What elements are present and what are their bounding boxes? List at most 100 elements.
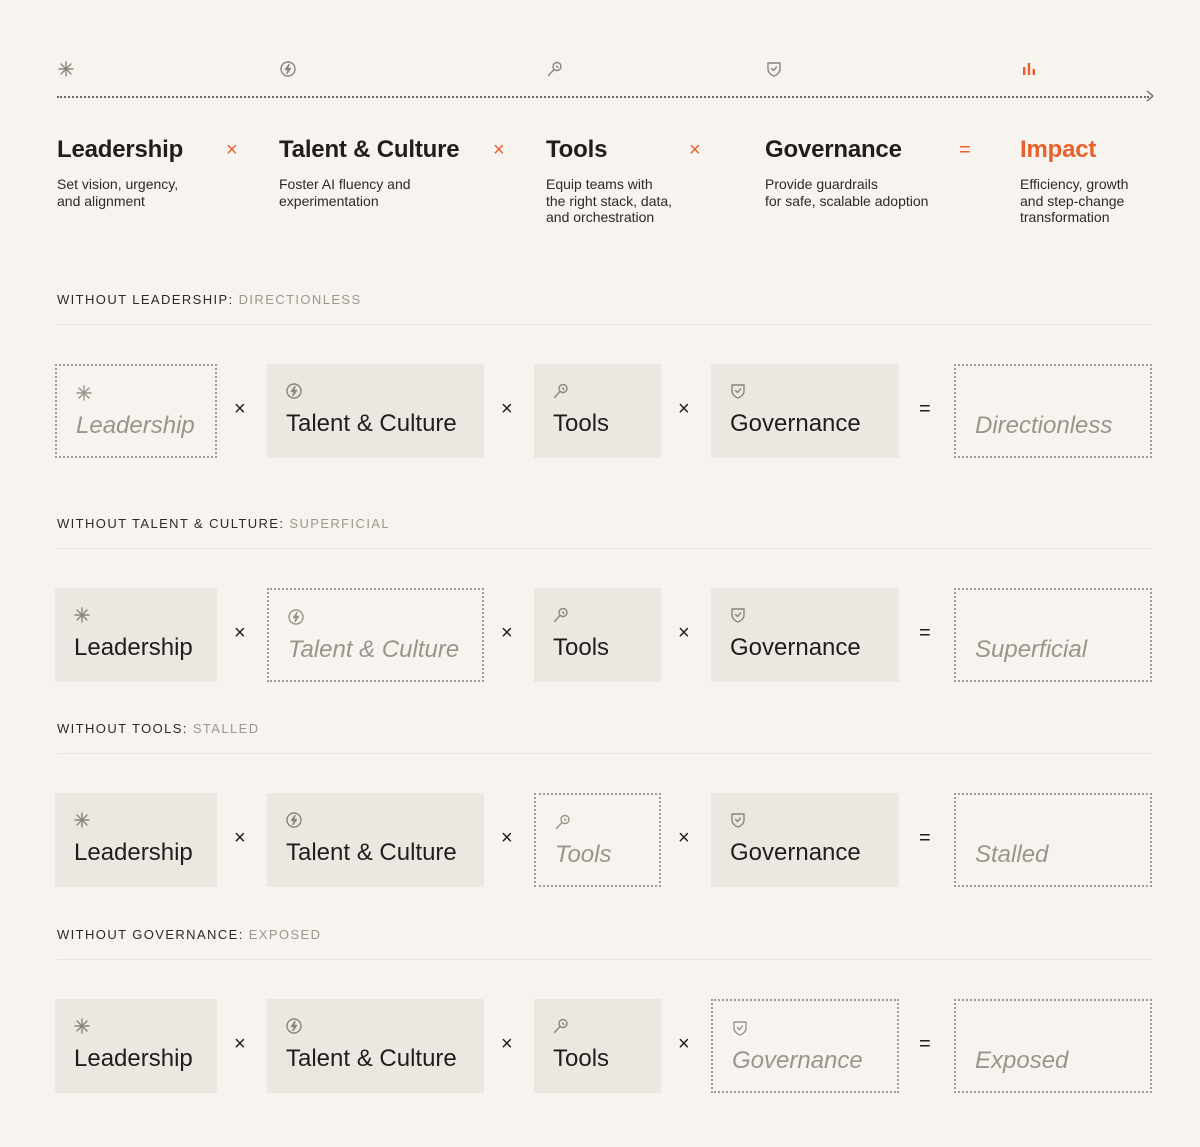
times-operator: ×	[678, 398, 690, 420]
scenario-heading-state: Stalled	[192, 721, 260, 736]
times-operator: ×	[689, 139, 701, 161]
card-tools: Tools	[534, 364, 661, 458]
card-label: Talent & Culture	[286, 410, 457, 437]
card-tools: Tools	[534, 999, 661, 1093]
pillar-title: Tools	[546, 136, 608, 163]
wrench-icon	[552, 606, 570, 624]
shield-icon	[729, 382, 747, 400]
times-operator: ×	[234, 827, 246, 849]
card-leadership: Leadership	[55, 588, 217, 682]
scenario-heading: Without Tools: Stalled	[57, 721, 260, 736]
asterisk-icon	[57, 60, 75, 78]
asterisk-icon	[73, 1017, 91, 1035]
wrench-icon	[546, 60, 564, 78]
result-card: Exposed	[954, 999, 1152, 1093]
pillar-governance: Governance Provide guardrails for safe, …	[765, 136, 928, 209]
result-label: Stalled	[975, 841, 1049, 868]
card-leadership: Leadership	[55, 999, 217, 1093]
scenario-heading-label: Without Leadership:	[57, 292, 239, 307]
pillar-description: Efficiency, growth and step-change trans…	[1020, 176, 1129, 225]
times-operator: ×	[234, 1033, 246, 1055]
pillar-title: Leadership	[57, 136, 184, 163]
card-label: Talent & Culture	[288, 636, 460, 663]
times-operator: ×	[678, 1033, 690, 1055]
section-divider	[57, 324, 1152, 325]
card-talent-culture: Talent & Culture	[267, 999, 484, 1093]
pillar-description: Provide guardrails for safe, scalable ad…	[765, 176, 929, 209]
scenario-heading-state: Superficial	[289, 516, 391, 531]
times-operator: ×	[234, 398, 246, 420]
card-label: Leadership	[76, 412, 195, 439]
result-label: Exposed	[975, 1047, 1069, 1074]
times-operator: ×	[501, 622, 513, 644]
lightning-icon	[285, 1017, 303, 1035]
card-leadership: Leadership	[55, 793, 217, 887]
card-tools: Tools	[534, 588, 661, 682]
lightning-icon	[285, 382, 303, 400]
card-governance: Governance	[711, 793, 899, 887]
section-divider	[57, 548, 1152, 549]
pillar-title: Governance	[765, 136, 902, 163]
card-governance: Governance	[711, 588, 899, 682]
pillar-tools: Tools Equip teams with the right stack, …	[546, 136, 672, 226]
card-label: Governance	[732, 1047, 863, 1074]
card-label: Governance	[730, 410, 861, 437]
scenario-heading-state: Directionless	[238, 292, 362, 307]
card-leadership-missing: Leadership	[55, 364, 217, 458]
card-governance: Governance	[711, 364, 899, 458]
scenario-heading-label: Without Tools:	[57, 721, 193, 736]
pillar-talent-culture: Talent & Culture Foster AI fluency and e…	[279, 136, 460, 209]
card-label: Tools	[553, 634, 610, 661]
asterisk-icon	[73, 811, 91, 829]
card-label: Tools	[553, 1045, 610, 1072]
result-card: Superficial	[954, 588, 1152, 682]
shield-icon	[729, 811, 747, 829]
arrow-right-icon	[1144, 89, 1156, 103]
scenario-heading: Without Talent & Culture: Superficial	[57, 516, 390, 531]
result-card: Stalled	[954, 793, 1152, 887]
equals-operator: =	[959, 139, 971, 161]
section-divider	[57, 959, 1152, 960]
scenario-heading: Without Governance: Exposed	[57, 927, 321, 942]
card-label: Tools	[555, 841, 612, 868]
card-label: Leadership	[74, 634, 193, 661]
card-talent-culture: Talent & Culture	[267, 364, 484, 458]
pillar-leadership: Leadership Set vision, urgency, and alig…	[57, 136, 183, 209]
equals-operator: =	[919, 827, 931, 849]
scenario-heading-label: Without Talent & Culture:	[57, 516, 290, 531]
card-label: Talent & Culture	[286, 1045, 457, 1072]
times-operator: ×	[226, 139, 238, 161]
card-label: Governance	[730, 839, 861, 866]
card-governance-missing: Governance	[711, 999, 899, 1093]
equals-operator: =	[919, 398, 931, 420]
scenario-heading-label: Without Governance:	[57, 927, 249, 942]
scenario-heading-state: Exposed	[248, 927, 322, 942]
pillar-description: Equip teams with the right stack, data, …	[546, 176, 673, 225]
lightning-icon	[287, 608, 305, 626]
card-tools-missing: Tools	[534, 793, 661, 887]
asterisk-icon	[75, 384, 93, 402]
section-divider	[57, 753, 1152, 754]
lightning-icon	[285, 811, 303, 829]
wrench-icon	[554, 813, 572, 831]
pillar-title: Impact	[1020, 136, 1097, 163]
shield-icon	[765, 60, 783, 78]
equals-operator: =	[919, 622, 931, 644]
card-label: Leadership	[74, 1045, 193, 1072]
pillar-description: Foster AI fluency and experimentation	[279, 176, 411, 209]
asterisk-icon	[73, 606, 91, 624]
result-label: Directionless	[975, 412, 1113, 439]
wrench-icon	[552, 1017, 570, 1035]
times-operator: ×	[493, 139, 505, 161]
times-operator: ×	[234, 622, 246, 644]
pillar-impact: Impact Efficiency, growth and step-chang…	[1020, 136, 1128, 226]
equals-operator: =	[919, 1033, 931, 1055]
card-label: Tools	[553, 410, 610, 437]
timeline-dotted-line	[57, 96, 1149, 98]
shield-icon	[731, 1019, 749, 1037]
card-label: Talent & Culture	[286, 839, 457, 866]
card-talent-culture: Talent & Culture	[267, 793, 484, 887]
card-label: Governance	[730, 634, 861, 661]
pillar-description: Set vision, urgency, and alignment	[57, 176, 179, 209]
result-label: Superficial	[975, 636, 1088, 663]
